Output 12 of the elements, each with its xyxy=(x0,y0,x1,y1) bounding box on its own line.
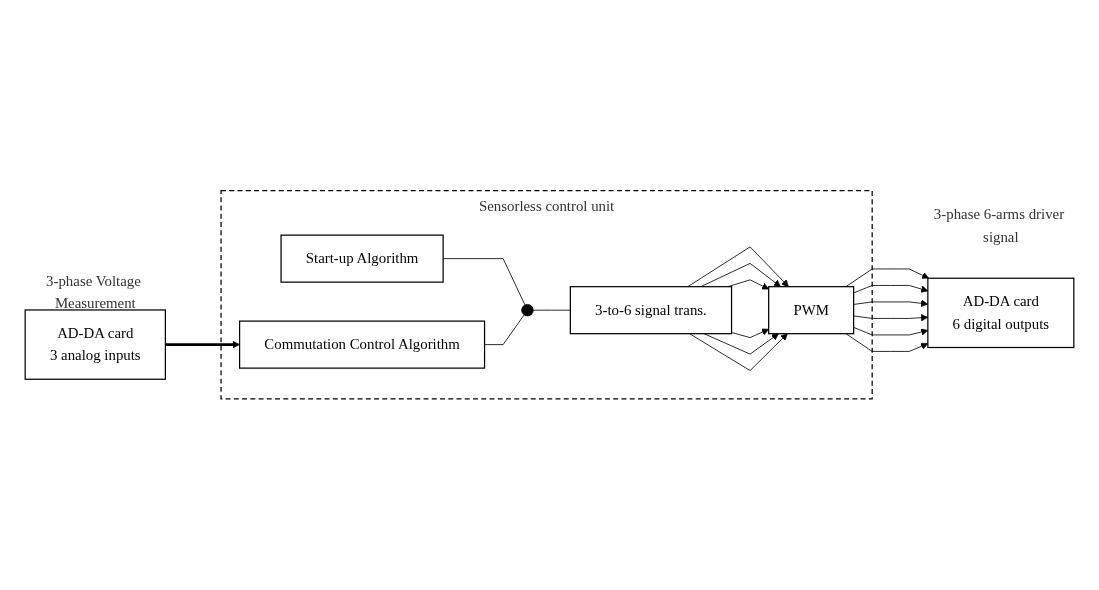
node-box: Start-up Algorithm xyxy=(280,234,444,284)
node-box: AD-DA card 3 analog inputs xyxy=(24,309,166,381)
connector xyxy=(484,314,525,346)
node-label: 3-phase Voltage Measurement xyxy=(46,273,141,312)
connector xyxy=(532,310,571,311)
node-box: PWM xyxy=(768,286,855,335)
node-box: Commutation Control Algorithm xyxy=(239,320,486,369)
node-box: AD-DA card 6 digital outputs xyxy=(927,277,1075,349)
node-label: 3-phase 6-arms driver signal xyxy=(933,206,1065,246)
arrow xyxy=(165,341,240,349)
node-box: 3-to-6 signal trans. xyxy=(569,286,733,335)
node-switch xyxy=(521,304,534,317)
